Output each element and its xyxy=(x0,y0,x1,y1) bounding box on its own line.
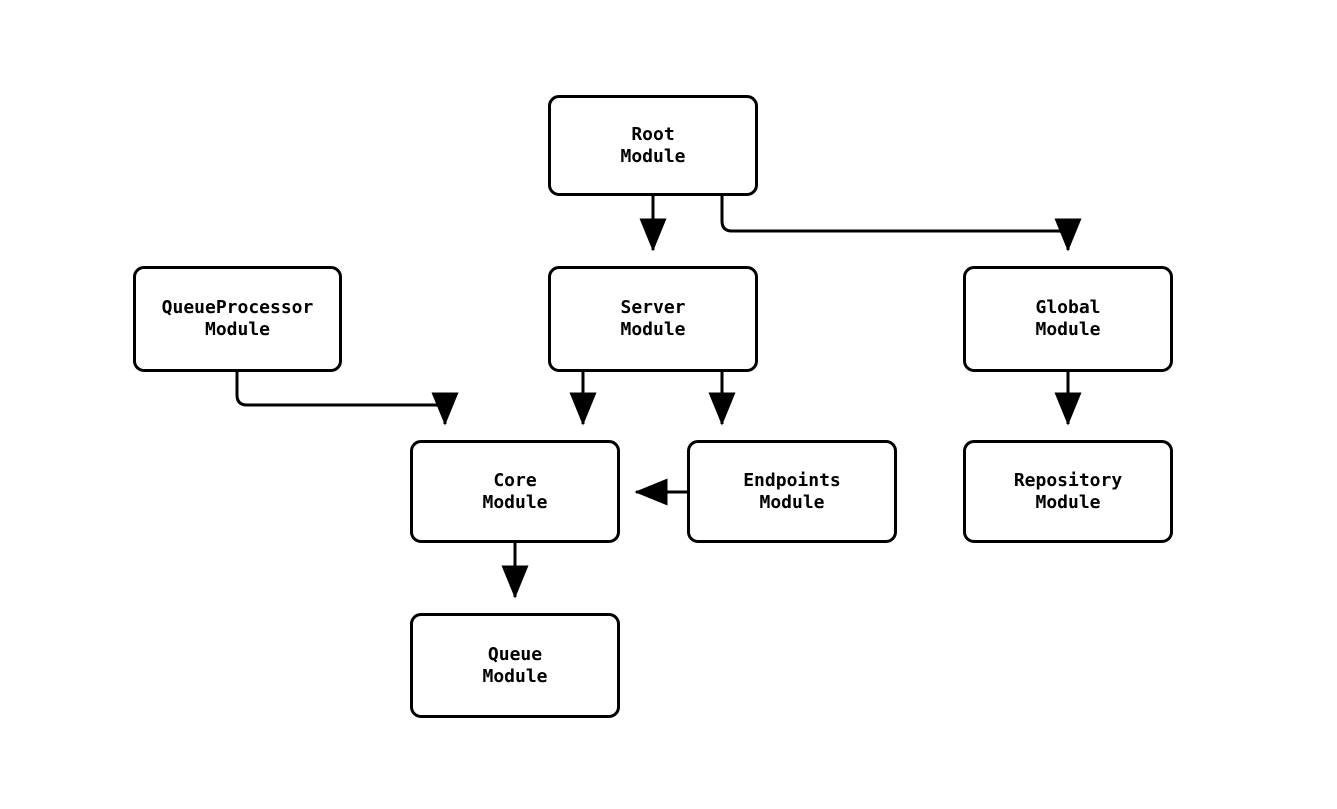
node-queueprocessor-subtitle: Module xyxy=(204,319,271,340)
node-global-subtitle: Module xyxy=(1035,319,1101,340)
node-repository-subtitle: Module xyxy=(1035,491,1101,513)
edge-queueprocessor-to-core xyxy=(235,372,459,426)
edges-group xyxy=(235,196,1082,599)
node-queue-subtitle: Module xyxy=(482,665,548,687)
node-endpoints-title: Endpoints xyxy=(743,469,841,491)
node-global-title: Global xyxy=(1035,297,1101,318)
node-server-subtitle: Module xyxy=(620,319,686,340)
node-queueprocessor-title: QueueProcessor xyxy=(161,297,314,318)
node-core-title: Core xyxy=(493,469,537,491)
node-root-subtitle: Module xyxy=(620,145,686,167)
node-server-title: Server xyxy=(620,297,686,318)
node-repository-title: Repository xyxy=(1013,469,1123,491)
edge-root-to-global xyxy=(720,196,1082,252)
node-core-subtitle: Module xyxy=(482,491,548,513)
node-queue-title: Queue xyxy=(487,643,543,665)
node-endpoints-subtitle: Module xyxy=(759,491,825,513)
node-root-title: Root xyxy=(631,123,675,145)
